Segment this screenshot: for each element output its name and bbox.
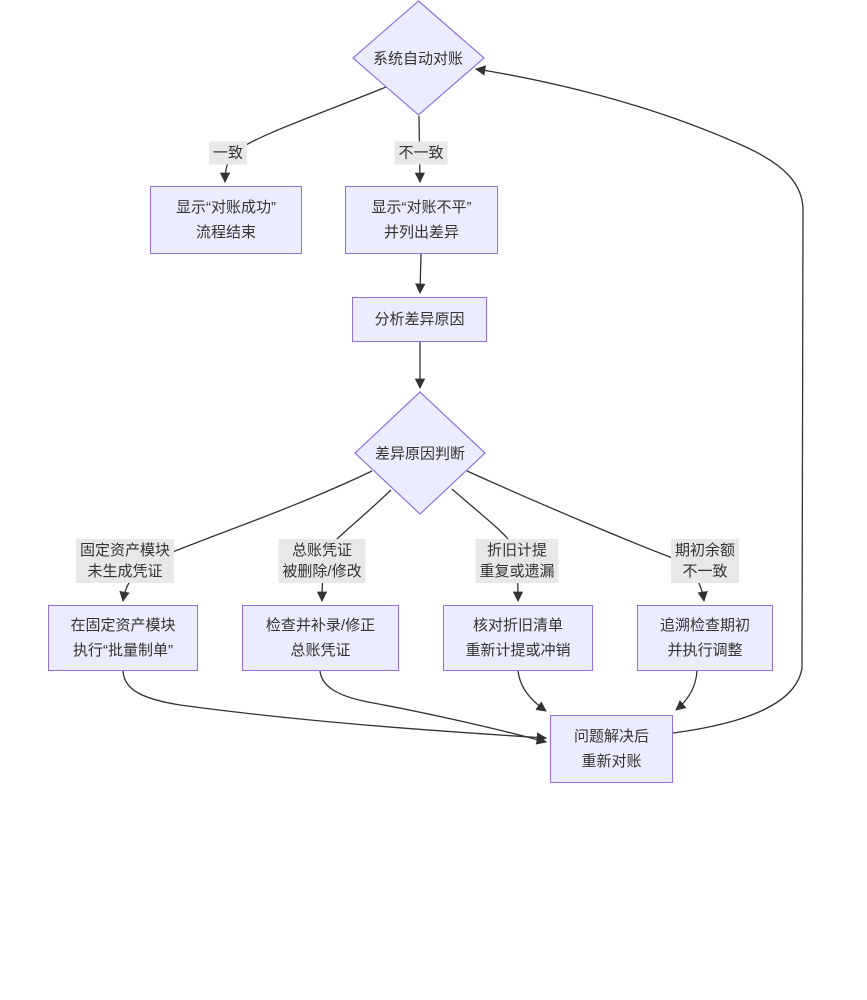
- node-unbalanced: 显示“对账不平” 并列出差异: [345, 186, 498, 254]
- decision-node-start: [352, 0, 485, 116]
- node-text-line: 显示“对账不平”: [371, 199, 472, 216]
- node-text-line: 检查并补录/修正: [265, 617, 376, 634]
- decision-node-judge-label: 差异原因判断: [374, 445, 466, 463]
- edge-unbalanced-to-analyze: [415, 253, 426, 295]
- edge-fix-fa-to-retry: [122, 670, 548, 743]
- node-fix-fa: 在固定资产模块 执行“批量制单”: [48, 605, 198, 671]
- node-analyze: 分析差异原因: [352, 297, 487, 342]
- node-text-line: 并执行调整: [667, 642, 743, 659]
- node-text-line: 执行“批量制单”: [73, 642, 173, 659]
- node-text-line: 分析差异原因: [374, 311, 465, 328]
- edge-fix-open-to-retry: [675, 670, 698, 711]
- edge-label-line: 折旧计提: [486, 542, 548, 559]
- node-fix-open: 追溯检查期初 并执行调整: [637, 605, 773, 671]
- edge-fix-gl-to-retry: [319, 670, 548, 745]
- node-retry: 问题解决后 重新对账: [550, 715, 673, 783]
- edge-fix-dep-to-retry: [517, 670, 547, 712]
- edge-label-cause-gl: 总账凭证 被删除/修改: [278, 539, 366, 583]
- node-text-line: 总账凭证: [290, 642, 351, 659]
- node-success: 显示“对账成功” 流程结束: [150, 186, 302, 254]
- node-fix-dep: 核对折旧清单 重新计提或冲销: [443, 605, 593, 671]
- edge-label-cause-dep: 折旧计提 重复或遗漏: [475, 539, 559, 583]
- node-text-line: 流程结束: [195, 224, 256, 241]
- edge-label-line: 固定资产模块: [79, 542, 171, 559]
- node-text-line: 显示“对账成功”: [176, 199, 276, 216]
- decision-node-judge: [354, 391, 486, 515]
- edge-label-line: 期初余额: [674, 542, 736, 559]
- node-text-line: 在固定资产模块: [70, 617, 176, 634]
- node-text-line: 追溯检查期初: [659, 617, 750, 634]
- node-text-line: 问题解决后: [573, 728, 649, 745]
- edge-label-line: 不一致: [682, 563, 728, 580]
- edge-retry-to-start-loop: [474, 65, 804, 734]
- node-text-line: 核对折旧清单: [472, 617, 563, 634]
- edge-label-cause-open: 期初余额 不一致: [670, 539, 740, 583]
- node-text-line: 并列出差异: [383, 224, 459, 241]
- node-fix-gl: 检查并补录/修正 总账凭证: [242, 605, 399, 671]
- edge-label-line: 被删除/修改: [282, 563, 362, 580]
- edge-label-line: 总账凭证: [291, 542, 353, 559]
- edge-label-cause-fa: 固定资产模块 未生成凭证: [75, 539, 175, 583]
- edge-label-line: 重复或遗漏: [479, 563, 555, 580]
- decision-node-start-label: 系统自动对账: [372, 50, 464, 68]
- edge-label-match: 一致: [208, 141, 248, 165]
- node-text-line: 重新计提或冲销: [465, 642, 571, 659]
- node-text-line: 重新对账: [581, 753, 642, 770]
- edge-label-mismatch: 不一致: [394, 141, 448, 165]
- edge-start-to-success: [219, 86, 387, 184]
- edge-label-line: 未生成凭证: [87, 563, 163, 580]
